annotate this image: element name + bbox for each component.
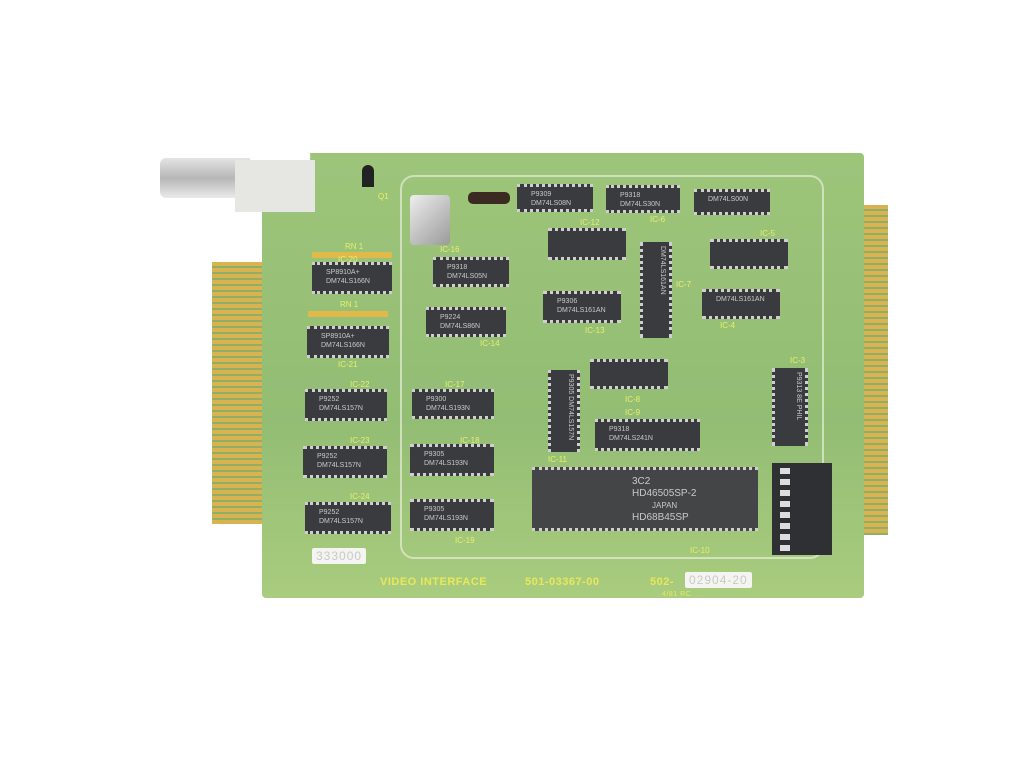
chip-ic-4: DM74LS161AN <box>702 289 780 319</box>
edge-connector-left <box>212 262 267 524</box>
resistor-network <box>312 252 392 258</box>
chip-ic-8 <box>590 359 668 389</box>
ic-label: IC-19 <box>455 536 475 545</box>
ic-label: IC-24 <box>350 492 370 501</box>
transistor-q1 <box>362 165 374 187</box>
date-code: 4/81 RC <box>662 591 692 598</box>
chip-ic-2: DM74LS00N <box>694 189 770 215</box>
ic-label: IC-20 <box>338 255 358 264</box>
ic-label: IC-4 <box>720 321 736 330</box>
part-number: 501-03367-00 <box>525 576 600 588</box>
chip-ic-12 <box>548 228 626 260</box>
q1-label: Q1 <box>378 192 389 201</box>
ic-label: IC-9 <box>625 408 641 417</box>
crystal-oscillator <box>410 195 450 245</box>
ic-label: IC-6 <box>650 215 666 224</box>
rn-label: RN 1 <box>340 300 359 309</box>
ic-label: IC-17 <box>445 380 465 389</box>
chip-ic-11: P9305 DM74LS157N <box>548 370 580 452</box>
assembly-prefix: 502- <box>650 576 675 588</box>
ic-label: IC-22 <box>350 380 370 389</box>
ic-label: IC-18 <box>460 436 480 445</box>
board-title: VIDEO INTERFACE <box>380 576 488 588</box>
ic-10-label: IC-10 <box>690 546 710 555</box>
ic-label: IC-7 <box>676 280 692 289</box>
bnc-bracket <box>235 160 315 212</box>
rn-label: RN 1 <box>345 242 364 251</box>
ic-label: IC-21 <box>338 360 358 369</box>
chip-ic-20: SP8910A+DM74LS166N <box>312 262 392 294</box>
ic-label: IC-12 <box>580 218 600 227</box>
ic-label: IC-11 <box>548 455 567 464</box>
trace <box>400 175 824 559</box>
ic-label: IC-14 <box>480 339 500 348</box>
chip-ic-3: P9313 8E PHIL <box>772 368 808 446</box>
chip-ic-7: DM74LS161AN <box>640 242 672 338</box>
ic-label: IC-16 <box>440 245 460 254</box>
assembly-number-sticker: 02904-20 <box>685 572 752 588</box>
resistor-network <box>308 311 388 317</box>
ic-label: IC-8 <box>625 395 641 404</box>
dip-switch[interactable] <box>772 463 832 555</box>
ic-label: IC-5 <box>760 229 776 238</box>
ic-label: IC-3 <box>790 356 806 365</box>
chip-ic-5 <box>710 239 788 269</box>
ic-label: IC-13 <box>585 326 605 335</box>
serial-sticker: 333000 <box>312 548 367 564</box>
ic-label: IC-23 <box>350 436 370 445</box>
chip-ic-21: SP8910A+DM74LS166N <box>307 326 389 358</box>
diode <box>468 192 510 204</box>
